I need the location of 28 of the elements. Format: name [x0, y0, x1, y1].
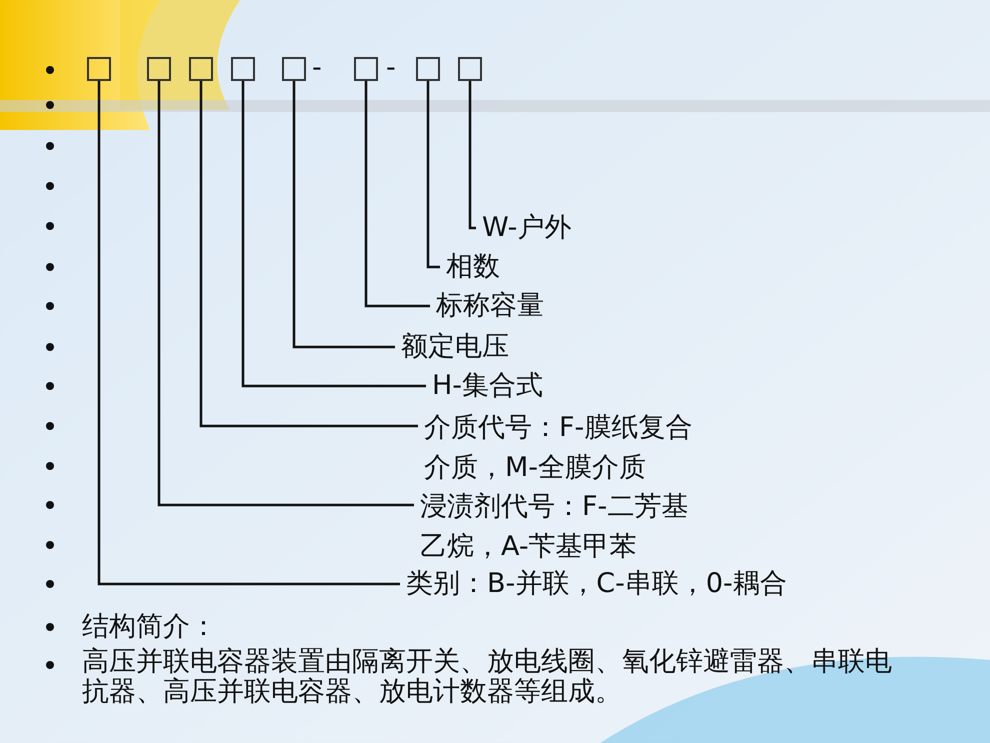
code-description: 类别：B-并联，C-串联，0-耦合 [400, 566, 787, 602]
code-box [416, 57, 440, 81]
code-description: W-户外 [476, 210, 572, 246]
code-box [282, 57, 306, 81]
code-description: 介质代号：F-膜纸复合介质，M-全膜介质 [418, 408, 714, 488]
leader-line [364, 81, 430, 308]
code-description: 相数 [440, 249, 500, 285]
separator-dash: - [312, 51, 322, 85]
leader-line [468, 81, 476, 230]
code-box [231, 57, 255, 81]
code-box [189, 57, 213, 81]
leader-line [426, 81, 440, 268]
leader-line [158, 81, 414, 506]
leader-line [242, 81, 426, 388]
code-description: 浸渍剂代号：F-二芳基乙烷，A-苄基甲苯 [414, 487, 710, 567]
code-description: 标称容量 [430, 288, 544, 324]
leader-line [200, 81, 418, 428]
code-box [458, 57, 482, 81]
code-box [354, 57, 378, 81]
code-description: 额定电压 [395, 329, 509, 365]
paragraph: 高压并联电容器装置由隔离开关、放电线圈、氧化锌避雷器、串联电抗器、高压并联电容器、放电计数器等组成。 [82, 647, 893, 707]
separator-dash: - [386, 51, 396, 85]
code-description: H-集合式 [426, 368, 544, 404]
code-box [87, 57, 111, 81]
leader-line [98, 81, 400, 586]
section-heading: 结构简介： [82, 610, 217, 644]
leader-line [292, 81, 395, 348]
code-box [147, 57, 171, 81]
